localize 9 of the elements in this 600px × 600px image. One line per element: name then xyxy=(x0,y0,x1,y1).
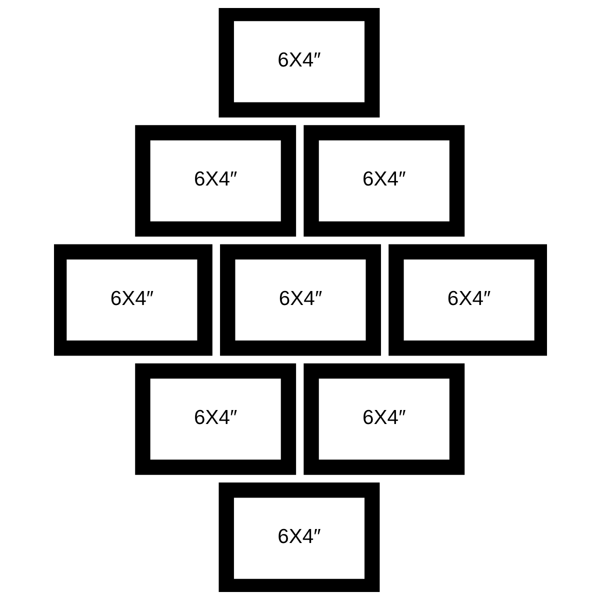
node-box: 6X4″ xyxy=(303,363,464,475)
node-box: 6X4″ xyxy=(134,125,296,237)
node-box: 6X4″ xyxy=(303,125,464,237)
node-box: 6X4″ xyxy=(218,482,380,592)
node-box: 6X4″ xyxy=(218,8,380,118)
node-box: 6X4″ xyxy=(54,244,212,356)
node-box: 6X4″ xyxy=(134,363,296,475)
node-box: 6X4″ xyxy=(388,244,546,356)
node-box: 6X4″ xyxy=(220,244,380,356)
